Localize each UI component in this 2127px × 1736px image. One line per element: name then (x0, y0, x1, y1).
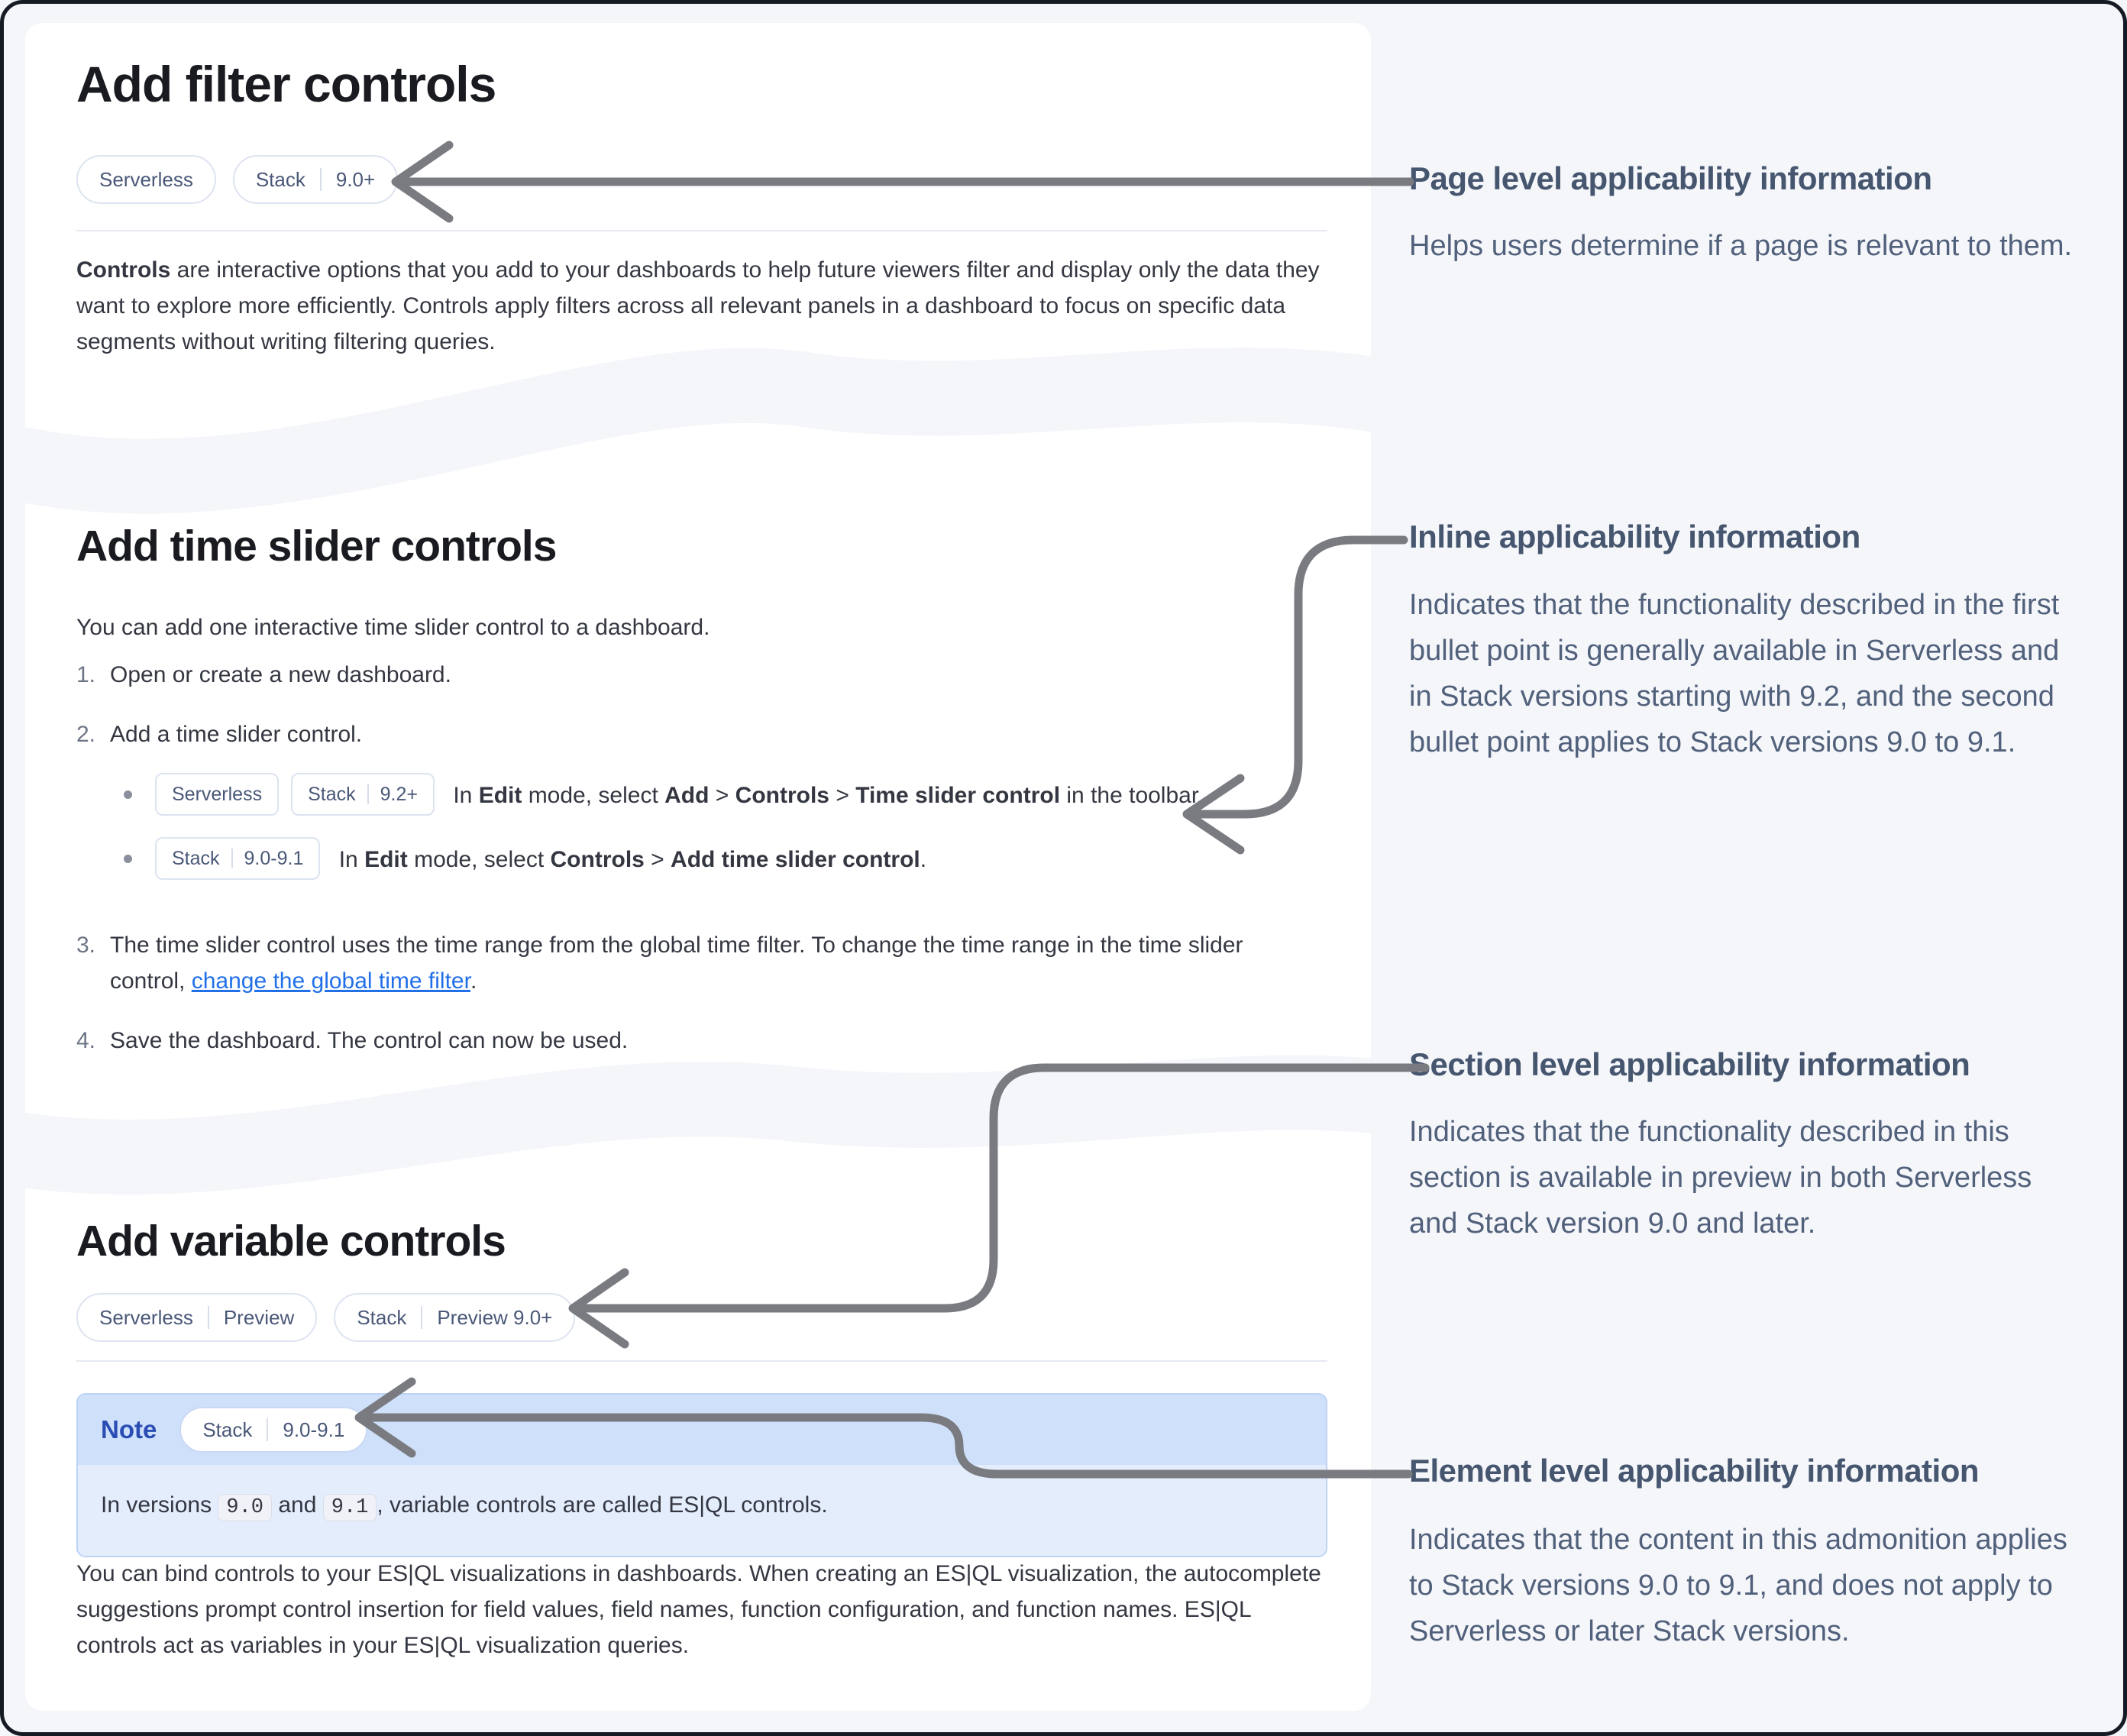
inline-badge: Serverless (155, 773, 280, 816)
step-text: Open or create a new dashboard. (110, 662, 451, 687)
badge-part: 9.0-9.1 (283, 1418, 345, 1441)
annotation-title-section-level: Section level applicability information (1409, 1046, 1970, 1082)
step-text: Save the dashboard. The control can now … (110, 1028, 629, 1053)
inline-badge: Stack 9.0-9.1 (155, 837, 321, 880)
badge-part: Serverless (172, 783, 263, 805)
step-4: 4. Save the dashboard. The control can n… (76, 1023, 1310, 1059)
ordered-steps: 1. Open or create a new dashboard. 2. Ad… (76, 657, 1310, 1082)
page-applies-badges: Serverless Stack 9.0+ (76, 155, 1329, 204)
badge-divider (319, 168, 322, 191)
note-admonition: Note Stack 9.0-9.1 In versions 9.0 and 9.… (76, 1393, 1327, 1557)
time-slider-intro: You can add one interactive time slider … (76, 615, 710, 640)
section-applies-badges: Serverless Preview Stack Preview 9.0+ (76, 1293, 1329, 1342)
badge-part: Stack (308, 783, 356, 805)
badge-stack-preview-version: Stack Preview 9.0+ (334, 1293, 576, 1342)
badge-divider (421, 1306, 423, 1329)
note-body: In versions 9.0 and 9.1, variable contro… (78, 1465, 1326, 1556)
annotation-body-page-level: Helps users determine if a page is relev… (1409, 230, 2073, 262)
bullet-dot-icon (124, 855, 132, 863)
badge-serverless-preview: Serverless Preview (76, 1293, 318, 1342)
step-number: 4. (76, 1028, 96, 1053)
variable-controls-paragraph: You can bind controls to your ES|QL visu… (76, 1561, 1321, 1658)
step-1: 1. Open or create a new dashboard. (76, 657, 1310, 693)
annotation-body-section-level: Indicates that the functionality describ… (1409, 1116, 2032, 1240)
intro-paragraph: Controls are interactive options that yo… (76, 257, 1320, 354)
step-text: Add a time slider control. (110, 722, 363, 747)
badge-part: Preview (223, 1305, 295, 1329)
step-number: 2. (76, 722, 96, 747)
note-header: Note Stack 9.0-9.1 (78, 1395, 1326, 1465)
badge-part: 9.0-9.1 (244, 847, 304, 869)
badge-divider (367, 784, 369, 804)
annotation-title-element-level: Element level applicability information (1409, 1453, 1980, 1489)
badge-part: Serverless (99, 167, 193, 191)
section-title-time-slider: Add time slider controls (76, 522, 557, 571)
badge-part: Stack (255, 167, 305, 191)
badge-part: Stack (357, 1305, 407, 1329)
section-title-variable-controls: Add variable controls (76, 1217, 506, 1266)
note-label: Note (101, 1415, 157, 1443)
divider (76, 230, 1327, 231)
step-2: 2. Add a time slider control. Serverless… (76, 716, 1310, 904)
annotation-body-inline: Indicates that the functionality describ… (1409, 589, 2060, 758)
divider (76, 1360, 1327, 1362)
step-3: 3. The time slider control uses the time… (76, 927, 1310, 999)
badge-part: Stack (172, 847, 220, 869)
annotation-body-element-level: Indicates that the content in this admon… (1409, 1524, 2067, 1647)
badge-serverless: Serverless (76, 155, 216, 204)
badge-part: 9.2+ (380, 783, 418, 805)
step-number: 1. (76, 662, 96, 687)
badge-divider (207, 1306, 209, 1329)
step-text: The time slider control uses the time ra… (110, 933, 1243, 994)
inline-badge: Stack 9.2+ (291, 773, 435, 816)
badge-stack-version: Stack 9.0+ (232, 155, 399, 204)
annotation-title-page-level: Page level applicability information (1409, 160, 1932, 196)
badge-divider (267, 1418, 269, 1441)
inline-link[interactable]: change the global time filter (191, 968, 470, 994)
annotation-title-inline: Inline applicability information (1409, 519, 1860, 554)
bullet-dot-icon (124, 790, 132, 799)
badge-part: Serverless (99, 1305, 193, 1329)
page-title: Add filter controls (76, 56, 496, 112)
badge-part: Stack (202, 1418, 253, 1441)
step-number: 3. (76, 933, 96, 958)
badge-divider (231, 849, 233, 868)
note-badge-stack-version: Stack 9.0-9.1 (179, 1407, 368, 1453)
badge-part: Preview 9.0+ (437, 1305, 553, 1329)
badge-part: 9.0+ (335, 167, 376, 191)
